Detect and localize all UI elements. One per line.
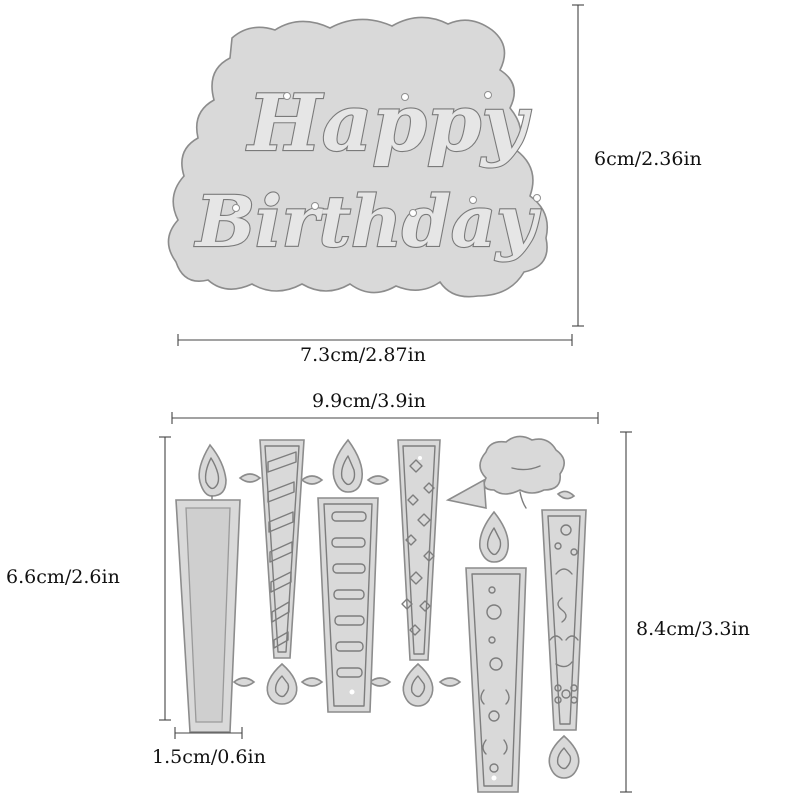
candle-dies <box>175 435 587 793</box>
sparkle-dots <box>349 456 497 781</box>
connector-tabs <box>232 473 576 687</box>
bottom-width-dimension-line <box>171 412 599 424</box>
bottom-right-height-dimension-line <box>620 431 632 793</box>
happy-birthday-die: Happy Birthday <box>167 16 549 298</box>
cloud-die <box>445 435 565 510</box>
bottom-left-height-label: 6.6cm/2.6in <box>6 566 120 588</box>
candle-die-diamonds <box>397 439 441 707</box>
candle-die-flowers <box>541 509 587 779</box>
candle-die-banded <box>317 438 379 713</box>
bottom-width-label: 9.9cm/3.9in <box>312 390 426 412</box>
bottom-right-height-label: 8.4cm/3.3in <box>636 618 750 640</box>
candle-die-striped <box>259 439 305 705</box>
top-width-label: 7.3cm/2.87in <box>300 344 426 366</box>
candle-width-dimension-line <box>174 727 243 739</box>
top-width-dimension-line <box>177 334 573 346</box>
die-text-birthday: Birthday <box>194 180 541 263</box>
die-text-happy: Happy <box>246 78 531 169</box>
die-holes <box>232 91 541 217</box>
top-height-dimension-line <box>572 4 584 327</box>
candle-die-plain <box>175 443 241 733</box>
top-height-label: 6cm/2.36in <box>594 148 702 170</box>
candle-die-dots <box>465 510 527 793</box>
candle-width-label: 1.5cm/0.6in <box>152 746 266 768</box>
bottom-left-height-dimension-line <box>159 436 171 721</box>
